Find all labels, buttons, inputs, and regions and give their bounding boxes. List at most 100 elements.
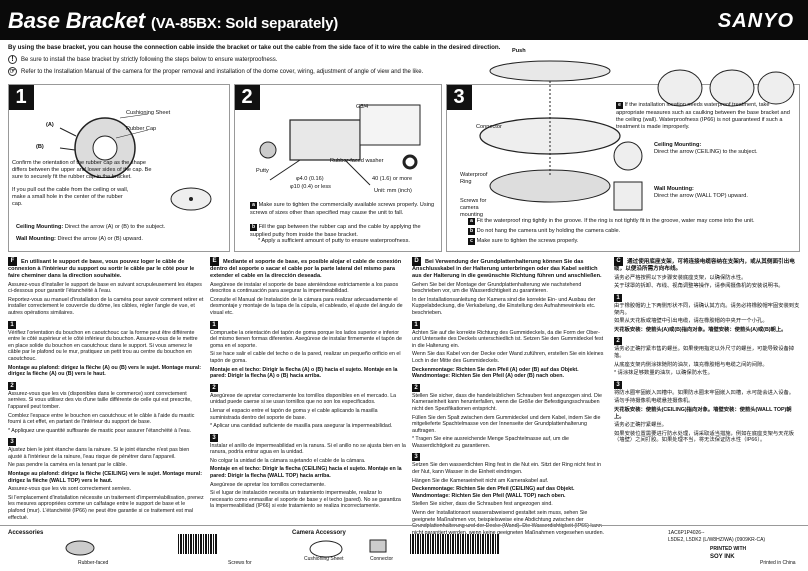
- german-badge: D: [412, 257, 421, 266]
- french-s2: Assurez-vous que les vis (disponibles da…: [8, 390, 192, 410]
- spanish-s2c: * Aplicar una cantidad suficiente de mas…: [210, 423, 393, 430]
- step-1-text-2: If you pull out the cable from the ceili…: [12, 187, 129, 207]
- arrow-b-line: [59, 147, 76, 151]
- ceiling-text: Direct the arrow (A) or (B) to the subje…: [64, 224, 166, 230]
- french-step-2: 2: [8, 381, 16, 390]
- connector-icon: [369, 539, 387, 553]
- step-1-illustration: [59, 113, 149, 178]
- german-step-1: 1: [412, 320, 420, 329]
- french-step-3: 3: [8, 438, 16, 447]
- step-3-ceiling: Ceiling Mounting: Direct the arrow (CEIL…: [654, 142, 758, 156]
- german-step-3: 3: [412, 453, 420, 462]
- chinese-p1: 请务必严格按照以下步骤安装底座支架，以确保防水性。: [614, 274, 747, 281]
- wall-camera-shape: [613, 181, 643, 211]
- french-step-1: 1: [8, 320, 16, 329]
- leader-cushion: [119, 113, 149, 119]
- step-2-text-1-body: Make sure to tighten the commercially av…: [250, 202, 435, 216]
- german-s1a: Wenn Sie das Kabel von der Decke oder Wa…: [412, 351, 604, 364]
- camera-accessory-label: Camera Accessory: [292, 530, 346, 536]
- washer-shape: [402, 154, 418, 170]
- french-heading-text: En utilisant le support de base, vous po…: [8, 258, 195, 279]
- french-s3: Ajustez bien le joint étanche dans la ra…: [8, 447, 190, 460]
- label-connector: Connector: [476, 124, 502, 130]
- putty-accessory-icon: [65, 540, 95, 556]
- camera-view-3: [757, 71, 795, 105]
- label-waterproof: Waterproof Ring: [460, 172, 488, 185]
- spanish-s3d: Asegúrese de apretar los tornillos corre…: [210, 481, 326, 488]
- step-2-text-2: b Fill the gap between the rubber cap an…: [250, 222, 436, 239]
- french-s1b: Montage au plafond: dirigez la flèche (A…: [8, 364, 202, 378]
- soy-ink-line-2: SOY INK: [710, 554, 735, 560]
- intro-note-1: ! Be sure to install the base bracket by…: [8, 55, 277, 64]
- bullet-s3-a: a: [468, 218, 475, 225]
- leader-rubber: [115, 129, 149, 139]
- soy-ink-line-1: PRINTED WITH: [710, 546, 747, 552]
- wall-text: Direct the arrow (A) or (B) upward.: [57, 236, 143, 242]
- spanish-s3b: No colgar la unidad de la cámara sujetan…: [210, 457, 366, 464]
- step-3-text-c: c Make sure to tighten the screws proper…: [468, 236, 794, 246]
- barcode-2: [410, 534, 500, 554]
- putty-shape-footer: [65, 540, 95, 556]
- chinese-s1: 由于橡胶帽的上下两侧形状不同，请确认其方向。请务必将橡胶帽牢固安装到支架内。: [614, 302, 800, 316]
- spanish-s1: Compruebe la orientación del tapón de go…: [210, 329, 402, 349]
- dim-3: 40 (1.6) or more: [372, 176, 413, 182]
- german-s3e: Wenn der Installationsort wasserabweisen…: [412, 510, 604, 536]
- chinese-step-1: 1: [614, 293, 622, 302]
- step-3-text-b: b Do not hang the camera unit by holding…: [468, 226, 794, 236]
- chinese-s1a: 如果从天花板或墙壁中引出电缆，请在橡胶帽的中央开一个小孔。: [614, 318, 768, 325]
- wall-camera-illustration: [613, 181, 643, 211]
- step-1-panel: [8, 84, 230, 252]
- label-push: Push: [512, 48, 526, 54]
- step-1-wall: Wall Mounting: Direct the arrow (A) or (…: [16, 236, 143, 243]
- chinese-s3b: 请勿手持摄像机电缆悬挂摄像机。: [614, 398, 694, 405]
- spanish-s2b: Llenar el espacio entre el tapón de goma…: [210, 407, 378, 421]
- step-3-text-c-body: Make sure to tighten the screws properly…: [476, 238, 579, 244]
- rubber-cap-shape: [92, 135, 118, 161]
- chinese-heading-text: 通过使用底座支架，可将连接电缆容纳在支架内，或从其侧面引出电缆，以便沿所需方向布…: [614, 258, 795, 272]
- s3-ceiling-text: Direct the arrow (CEILING) to the subjec…: [654, 149, 758, 155]
- spanish-step-3: 3: [210, 433, 218, 442]
- cap-hole: [189, 197, 193, 201]
- german-s3: Setzen Sie den wasserdichten Ring fest i…: [412, 462, 602, 476]
- step-3-wall: Wall Mounting: Direct the arrow (WALL TO…: [654, 186, 748, 200]
- spanish-p2: Consulte el Manual de Instalación de la …: [210, 296, 403, 316]
- step-3-note-e: e If the installation location needs wat…: [616, 100, 796, 131]
- label-washer: Rubber-faced washer: [330, 158, 384, 164]
- s3-ceiling-label: Ceiling Mounting:: [654, 142, 702, 148]
- chinese-s1b: 天花板安装：使箭头(A)或(B)指向对象。墙壁安装：使箭头(A)或(B)朝上。: [614, 326, 787, 333]
- german-p1: Gehen Sie bei der Montage der Grundplatt…: [412, 281, 582, 295]
- step-1-number: 1: [8, 84, 34, 110]
- code-line-1: 1AC6P1P4026--: [668, 530, 705, 536]
- cushion-sheet-icon: [309, 540, 343, 558]
- bullet-a: a: [250, 202, 257, 209]
- spanish-p1: Asegúrese de instalar el soporte de base…: [210, 281, 399, 295]
- step-2-number: 2: [234, 84, 260, 110]
- dim-1: φ4.0 (0.16): [296, 176, 324, 182]
- bullet-e: e: [616, 102, 623, 109]
- intro-note-2: ☞ Refer to the Installation Manual of th…: [8, 67, 423, 76]
- german-s1: Achten Sie auf die korrekte Richtung des…: [412, 329, 604, 349]
- french-s3d: Assurez-vous que les vis sont correcteme…: [8, 486, 132, 493]
- step-2-text-3: * Apply a sufficient amount of putty to …: [258, 238, 410, 244]
- reference-icon: ☞: [8, 67, 17, 76]
- label-b: (B): [36, 144, 44, 150]
- bullet-s3-b: b: [468, 228, 475, 235]
- french-p1: Assurez-vous d'installer le support de b…: [8, 281, 202, 295]
- step-2-panel: [234, 84, 442, 252]
- chinese-s2: 请务必正确拧紧市售的螺丝。如果使用指定以外尺寸的螺丝，可能导致设备掉落。: [614, 346, 795, 359]
- ceiling-label: Ceiling Mounting:: [16, 224, 64, 230]
- bracket-body: [289, 119, 361, 161]
- chinese-s2b: 从底座支架内侧涂抹随附的油灰，填充橡胶帽与电缆之间的间隙。: [614, 361, 768, 368]
- cushion-sheet-label: Cushioning Sheet: [304, 556, 344, 562]
- step-3-panel: [446, 84, 800, 252]
- note-1-text: Be sure to install the base bracket by s…: [21, 56, 278, 63]
- bullet-b: b: [250, 224, 257, 231]
- spanish-s3: Instalar el anillo de impermeabilidad en…: [210, 442, 406, 456]
- spanish-step-1: 1: [210, 320, 218, 329]
- intro-text: By using the base bracket, you can house…: [8, 44, 501, 51]
- spanish-badge: E: [210, 257, 219, 266]
